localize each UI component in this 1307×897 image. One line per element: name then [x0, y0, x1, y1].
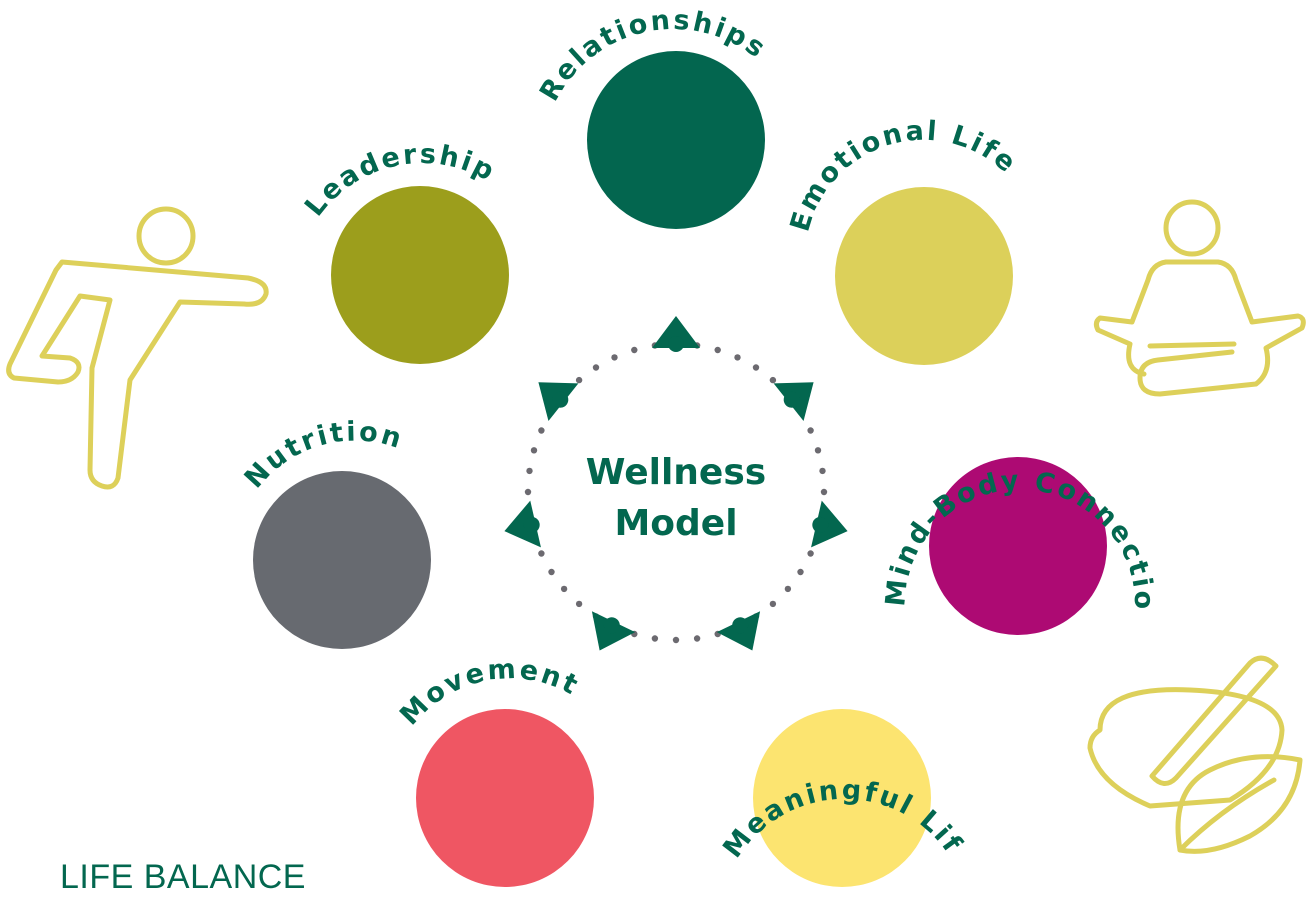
center-title-line-2: Model	[614, 503, 737, 544]
node-circle-emotional-life	[835, 187, 1013, 365]
ring-dot	[714, 346, 721, 354]
ring-arrow	[773, 382, 814, 421]
ring-dot	[538, 550, 545, 557]
ring-dot	[797, 568, 804, 576]
ring-dot	[752, 364, 760, 371]
node-circle-meaningful-life-purpose	[753, 709, 931, 887]
ring-dot	[672, 636, 680, 644]
ring-arrow	[652, 316, 700, 352]
ring-dot	[814, 447, 822, 454]
ring-arrow	[504, 500, 541, 548]
mortar-pestle-icon	[1087, 655, 1303, 854]
node-circle-relationships	[587, 51, 765, 229]
ring-dot	[651, 635, 659, 642]
ring-dot	[807, 427, 814, 434]
ring-arrows	[504, 316, 848, 651]
node-circle-nutrition	[253, 471, 431, 649]
ring-dot	[611, 354, 618, 361]
ring-dot	[538, 427, 545, 434]
ring-dot	[820, 488, 828, 496]
ring-arrow	[591, 611, 636, 651]
ring-arrow	[811, 500, 848, 548]
ring-dot	[819, 467, 826, 475]
node-circle-mind-body-connection	[929, 457, 1107, 635]
yoga-pose-icon	[6, 206, 269, 490]
ring-dot	[807, 550, 814, 557]
ring-dot	[530, 447, 538, 454]
ring-arrow	[538, 382, 579, 421]
ring-dot	[769, 376, 777, 384]
node-circle-leadership	[331, 186, 509, 364]
ring-dot	[524, 488, 532, 496]
life-balance-title: LIFE BALANCE	[60, 858, 306, 896]
ring-dot	[631, 346, 638, 354]
ring-dot	[560, 585, 568, 593]
ring-dot	[769, 600, 777, 608]
ring-dot	[575, 376, 583, 384]
ring-dot	[734, 354, 741, 361]
ring-dot	[575, 600, 583, 608]
ring-dot	[784, 585, 792, 593]
ring-dot	[592, 364, 600, 371]
center-title-line-1: Wellness	[586, 452, 766, 493]
ring-dot	[693, 635, 701, 642]
node-circle-movement	[416, 709, 594, 887]
ring-arrow	[716, 611, 761, 651]
ring-dot	[548, 568, 555, 576]
meditation-icon	[1093, 199, 1306, 397]
ring-dot	[526, 467, 533, 475]
